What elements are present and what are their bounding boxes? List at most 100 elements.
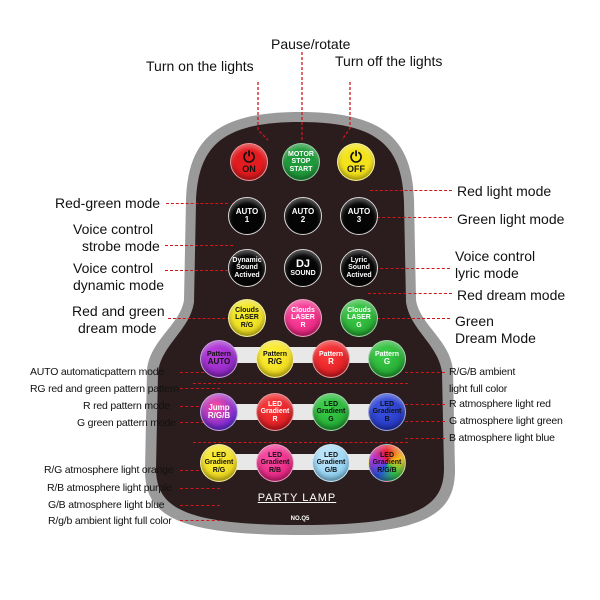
clouds-laser-rg-button[interactable]: Clouds LASER R/G: [228, 299, 266, 337]
label-dynamic-line1: Voice control: [73, 260, 154, 276]
pattern-auto-button[interactable]: Pattern AUTO: [200, 340, 238, 378]
lyric-sound-button[interactable]: Lyric Sound Actived: [340, 249, 378, 287]
led-r-label-3: R: [272, 415, 278, 423]
label-r-atmosphere: R atmosphere light red: [449, 398, 551, 410]
label-rg-pattern: RG red and green pattern pattern: [30, 383, 179, 395]
led-gradient-r-button[interactable]: LED Gradient R: [256, 393, 294, 431]
auto-1-number: 1: [244, 215, 250, 224]
dynamic-sound-button[interactable]: Dynamic Sound Actived: [228, 249, 266, 287]
led-rb-label-1: LED: [268, 451, 282, 459]
label-dream-line2: dream mode: [78, 320, 157, 336]
led-b-label-3: B: [384, 415, 390, 423]
clouds-g-label-3: G: [356, 321, 362, 329]
leader-line: [368, 293, 452, 294]
clouds-r-label-3: R: [300, 321, 306, 329]
row-strip: [218, 454, 388, 470]
auto-2-label: AUTO: [291, 206, 315, 216]
motor-stop-start-button[interactable]: MOTOR STOP START: [282, 143, 320, 181]
lyric-label-2: Sound: [348, 264, 370, 272]
leader-line: [180, 422, 220, 423]
clouds-r-label-2: LASER: [291, 314, 315, 322]
label-g-atmosphere: G atmosphere light green: [449, 415, 563, 427]
leader-line: [168, 318, 230, 319]
label-strobe-line2: strobe mode: [82, 238, 160, 254]
led-g-label-2: Gradient: [316, 408, 346, 416]
on-button-label: ON: [242, 163, 256, 174]
leader-line: [180, 372, 220, 373]
clouds-g-label-2: LASER: [347, 314, 371, 322]
clouds-r-label-1: Clouds: [291, 306, 315, 314]
leader-line: [180, 470, 220, 471]
label-rgb-ambient-line1: R/G/B ambient: [449, 366, 516, 378]
led-gb-label-1: LED: [324, 451, 338, 459]
leader-line: [180, 488, 220, 489]
label-g-pattern: G green pattern mode: [77, 417, 176, 429]
label-red-green-mode: Red-green mode: [55, 195, 161, 211]
led-b-label-2: Gradient: [372, 408, 402, 416]
label-green-dream-line2: Dream Mode: [455, 330, 536, 346]
auto-3-label: AUTO: [347, 206, 371, 216]
label-green-dream-line1: Green: [455, 313, 494, 329]
led-g-label-1: LED: [324, 400, 338, 408]
led-gradient-rb-button[interactable]: LED Gradient R/B: [256, 444, 294, 482]
led-r-label-2: Gradient: [260, 408, 290, 416]
label-dream-line1: Red and green: [72, 303, 165, 319]
auto-3-button[interactable]: AUTO 3: [340, 197, 378, 235]
clouds-laser-r-button[interactable]: Clouds LASER R: [284, 299, 322, 337]
jump-rgb-label: R/G/B: [207, 411, 231, 420]
auto-3-number: 3: [356, 215, 362, 224]
led-gradient-rgb-button[interactable]: LED Gradient R/G/B: [368, 444, 406, 482]
label-b-atmosphere: B atmosphere light blue: [449, 432, 555, 444]
auto-2-button[interactable]: AUTO 2: [284, 197, 322, 235]
dj-label: DJ: [295, 257, 311, 270]
pattern-r-button[interactable]: Pattern R: [312, 340, 350, 378]
dynamic-label-3: Actived: [234, 271, 260, 279]
clouds-g-label-1: Clouds: [347, 306, 371, 314]
clouds-rg-label-2: LASER: [235, 314, 259, 322]
lyric-label-1: Lyric: [350, 256, 368, 264]
led-rg-label-1: LED: [212, 451, 226, 459]
auto-1-label: AUTO: [235, 206, 259, 216]
label-rb-purple: R/B atmosphere light purple: [47, 482, 172, 494]
led-gradient-g-button[interactable]: LED Gradient G: [312, 393, 350, 431]
led-gradient-b-button[interactable]: LED Gradient B: [368, 393, 406, 431]
label-lyric-line2: lyric mode: [455, 265, 519, 281]
pattern-auto-label-1: Pattern: [206, 351, 232, 359]
dj-sound-button[interactable]: DJ SOUND: [284, 249, 322, 287]
leader-line: [165, 245, 233, 246]
led-rb-label-2: Gradient: [260, 459, 290, 467]
pattern-g-button[interactable]: Pattern G: [368, 340, 406, 378]
led-r-label-1: LED: [268, 400, 282, 408]
pattern-auto-label-2: AUTO: [207, 357, 231, 367]
leader-line: [193, 383, 408, 384]
auto-1-button[interactable]: AUTO 1: [228, 197, 266, 235]
pattern-rg-label-2: R/G: [267, 357, 283, 367]
label-red-light: Red light mode: [457, 183, 552, 199]
dynamic-label-2: Sound: [236, 264, 258, 272]
jump-rgb-button[interactable]: Jump R/G/B: [200, 393, 238, 431]
leader-line: [180, 388, 220, 389]
leader-line: [165, 270, 233, 271]
label-red-dream: Red dream mode: [457, 287, 566, 303]
led-gradient-rg-button[interactable]: LED Gradient R/G: [200, 444, 238, 482]
pattern-rg-button[interactable]: Pattern R/G: [256, 340, 294, 378]
row-strip: [218, 347, 388, 363]
led-rg-label-2: Gradient: [204, 459, 234, 467]
dj-sound-label: SOUND: [290, 270, 316, 278]
dynamic-label-1: Dynamic: [232, 256, 262, 264]
clouds-laser-g-button[interactable]: Clouds LASER G: [340, 299, 378, 337]
model-number: NO.Q5: [290, 516, 310, 522]
brand-label: PARTY LAMP: [257, 492, 337, 504]
leader-line: [180, 505, 220, 506]
leader-line: [180, 520, 220, 521]
led-gradient-gb-button[interactable]: LED Gradient G/B: [312, 444, 350, 482]
led-gb-label-3: G/B: [324, 466, 338, 474]
on-button[interactable]: ⏻ ON: [230, 143, 268, 181]
label-green-light: Green light mode: [457, 211, 565, 227]
leader-line: [405, 438, 445, 439]
power-icon: ⏻: [350, 148, 362, 166]
label-gb-blue: G/B atmosphere light blue: [48, 499, 165, 511]
jump-label: Jump: [208, 402, 230, 412]
off-button[interactable]: ⏻ OFF: [337, 143, 375, 181]
label-lyric-line1: Voice control: [455, 248, 536, 264]
